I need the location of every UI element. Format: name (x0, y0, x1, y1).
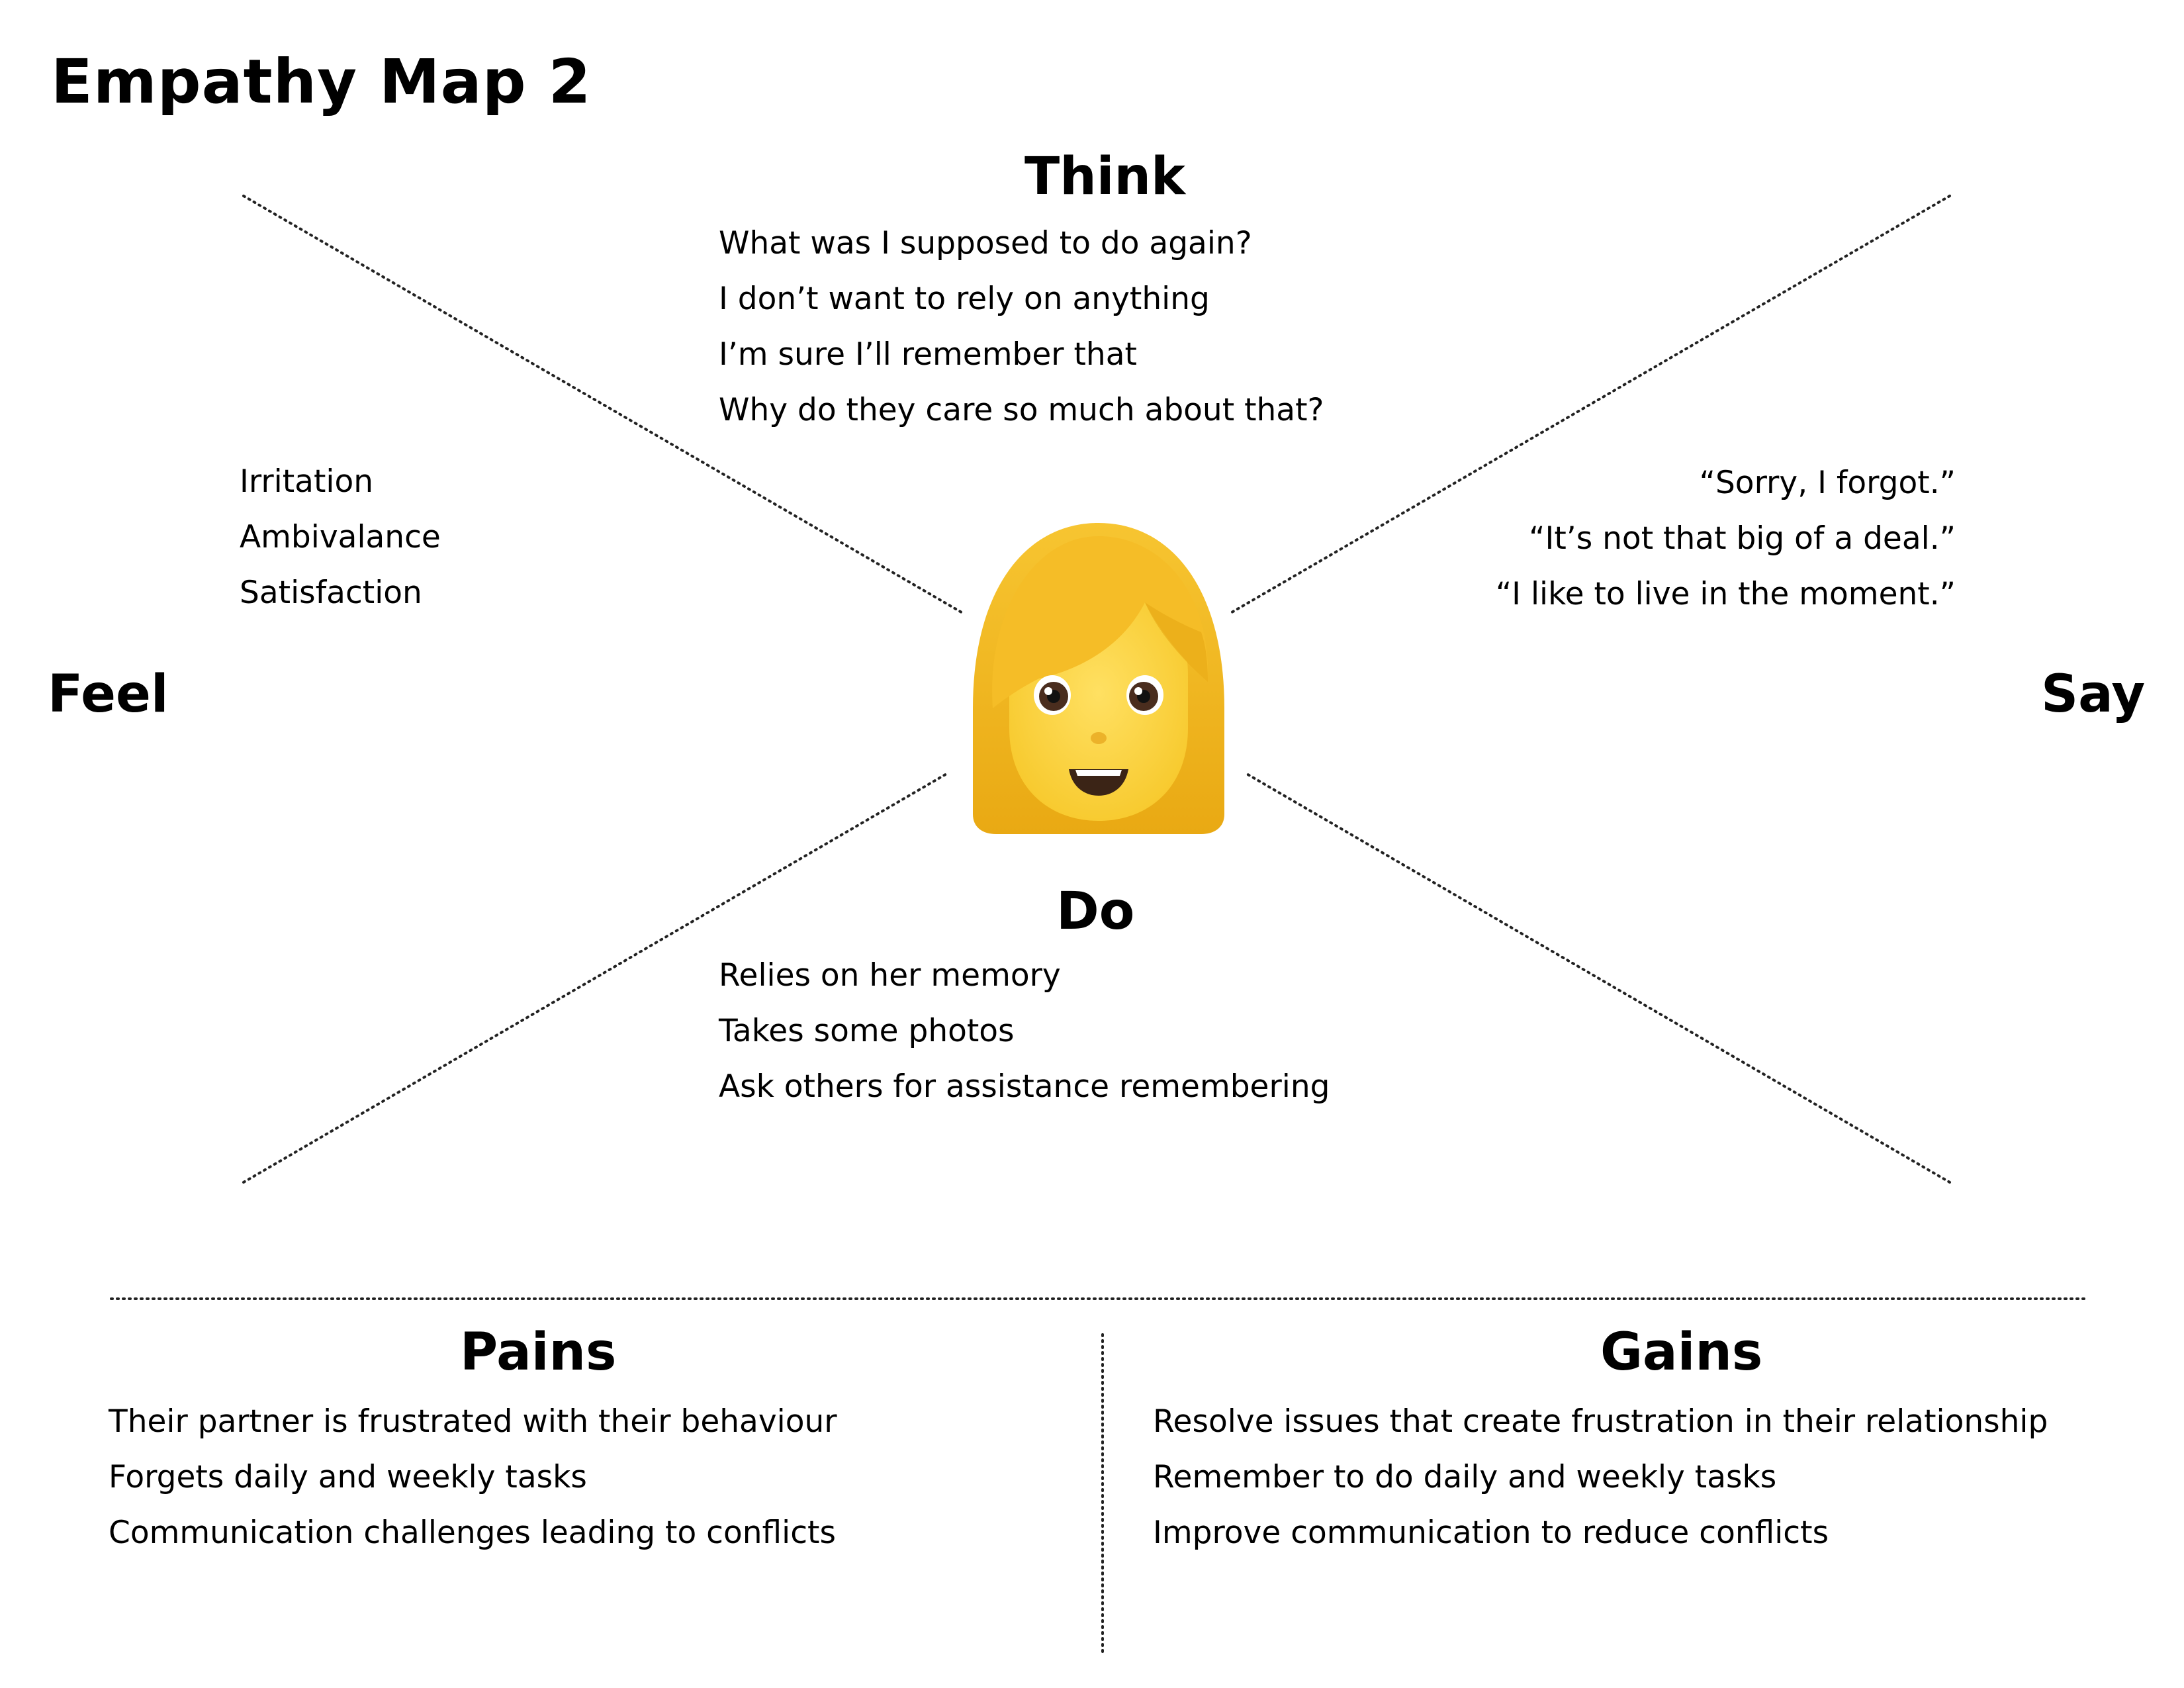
feel-list: Irritation Ambivalance Satisfaction (240, 454, 441, 621)
think-heading: Think (1024, 147, 1185, 207)
feel-heading: Feel (48, 665, 169, 724)
pains-item: Forgets daily and weekly tasks (109, 1459, 587, 1495)
hair-fringe (992, 536, 1208, 708)
diagonal-bottom-left (242, 772, 949, 1184)
pains-list: Their partner is frustrated with their b… (109, 1394, 837, 1561)
gains-item: Resolve issues that create frustration i… (1153, 1403, 2048, 1440)
think-item: I’m sure I’ll remember that (719, 336, 1137, 373)
think-item: Why do they care so much about that? (719, 392, 1324, 428)
page-title: Empathy Map 2 (51, 46, 592, 117)
feel-item: Ambivalance (240, 519, 441, 555)
think-item: What was I supposed to do again? (719, 225, 1252, 261)
hair-fringe-shade (1145, 602, 1208, 682)
say-heading: Say (2041, 665, 2146, 724)
think-list: What was I supposed to do again? I don’t… (719, 216, 1324, 438)
think-item: I don’t want to rely on anything (719, 281, 1210, 317)
feel-item: Irritation (240, 463, 373, 500)
diagonal-top-right (1227, 195, 1951, 616)
pains-item: Communication challenges leading to conf… (109, 1515, 836, 1551)
feel-item: Satisfaction (240, 575, 422, 611)
do-heading: Do (1056, 882, 1135, 941)
gains-item: Improve communication to reduce conflict… (1153, 1515, 1829, 1551)
diagonal-bottom-right (1244, 772, 1951, 1184)
diagonal-top-left (242, 195, 966, 616)
gains-heading: Gains (1600, 1323, 1763, 1382)
nose (1091, 732, 1107, 744)
do-item: Relies on her memory (719, 957, 1061, 994)
pains-item: Their partner is frustrated with their b… (109, 1403, 837, 1440)
do-list: Relies on her memory Takes some photos A… (719, 948, 1330, 1115)
eyes (1034, 675, 1163, 715)
do-item: Ask others for assistance remembering (719, 1068, 1330, 1105)
do-item: Takes some photos (719, 1013, 1015, 1049)
gains-item: Remember to do daily and weekly tasks (1153, 1459, 1777, 1495)
woman-face-emoji-icon (973, 523, 1224, 834)
say-list: “Sorry, I forgot.” “It’s not that big of… (1496, 455, 1956, 622)
say-item: “I like to live in the moment.” (1495, 576, 1956, 612)
say-item: “Sorry, I forgot.” (1699, 465, 1956, 501)
say-item: “It’s not that big of a deal.” (1529, 520, 1956, 557)
gains-list: Resolve issues that create frustration i… (1153, 1394, 2048, 1561)
pains-heading: Pains (460, 1323, 617, 1382)
